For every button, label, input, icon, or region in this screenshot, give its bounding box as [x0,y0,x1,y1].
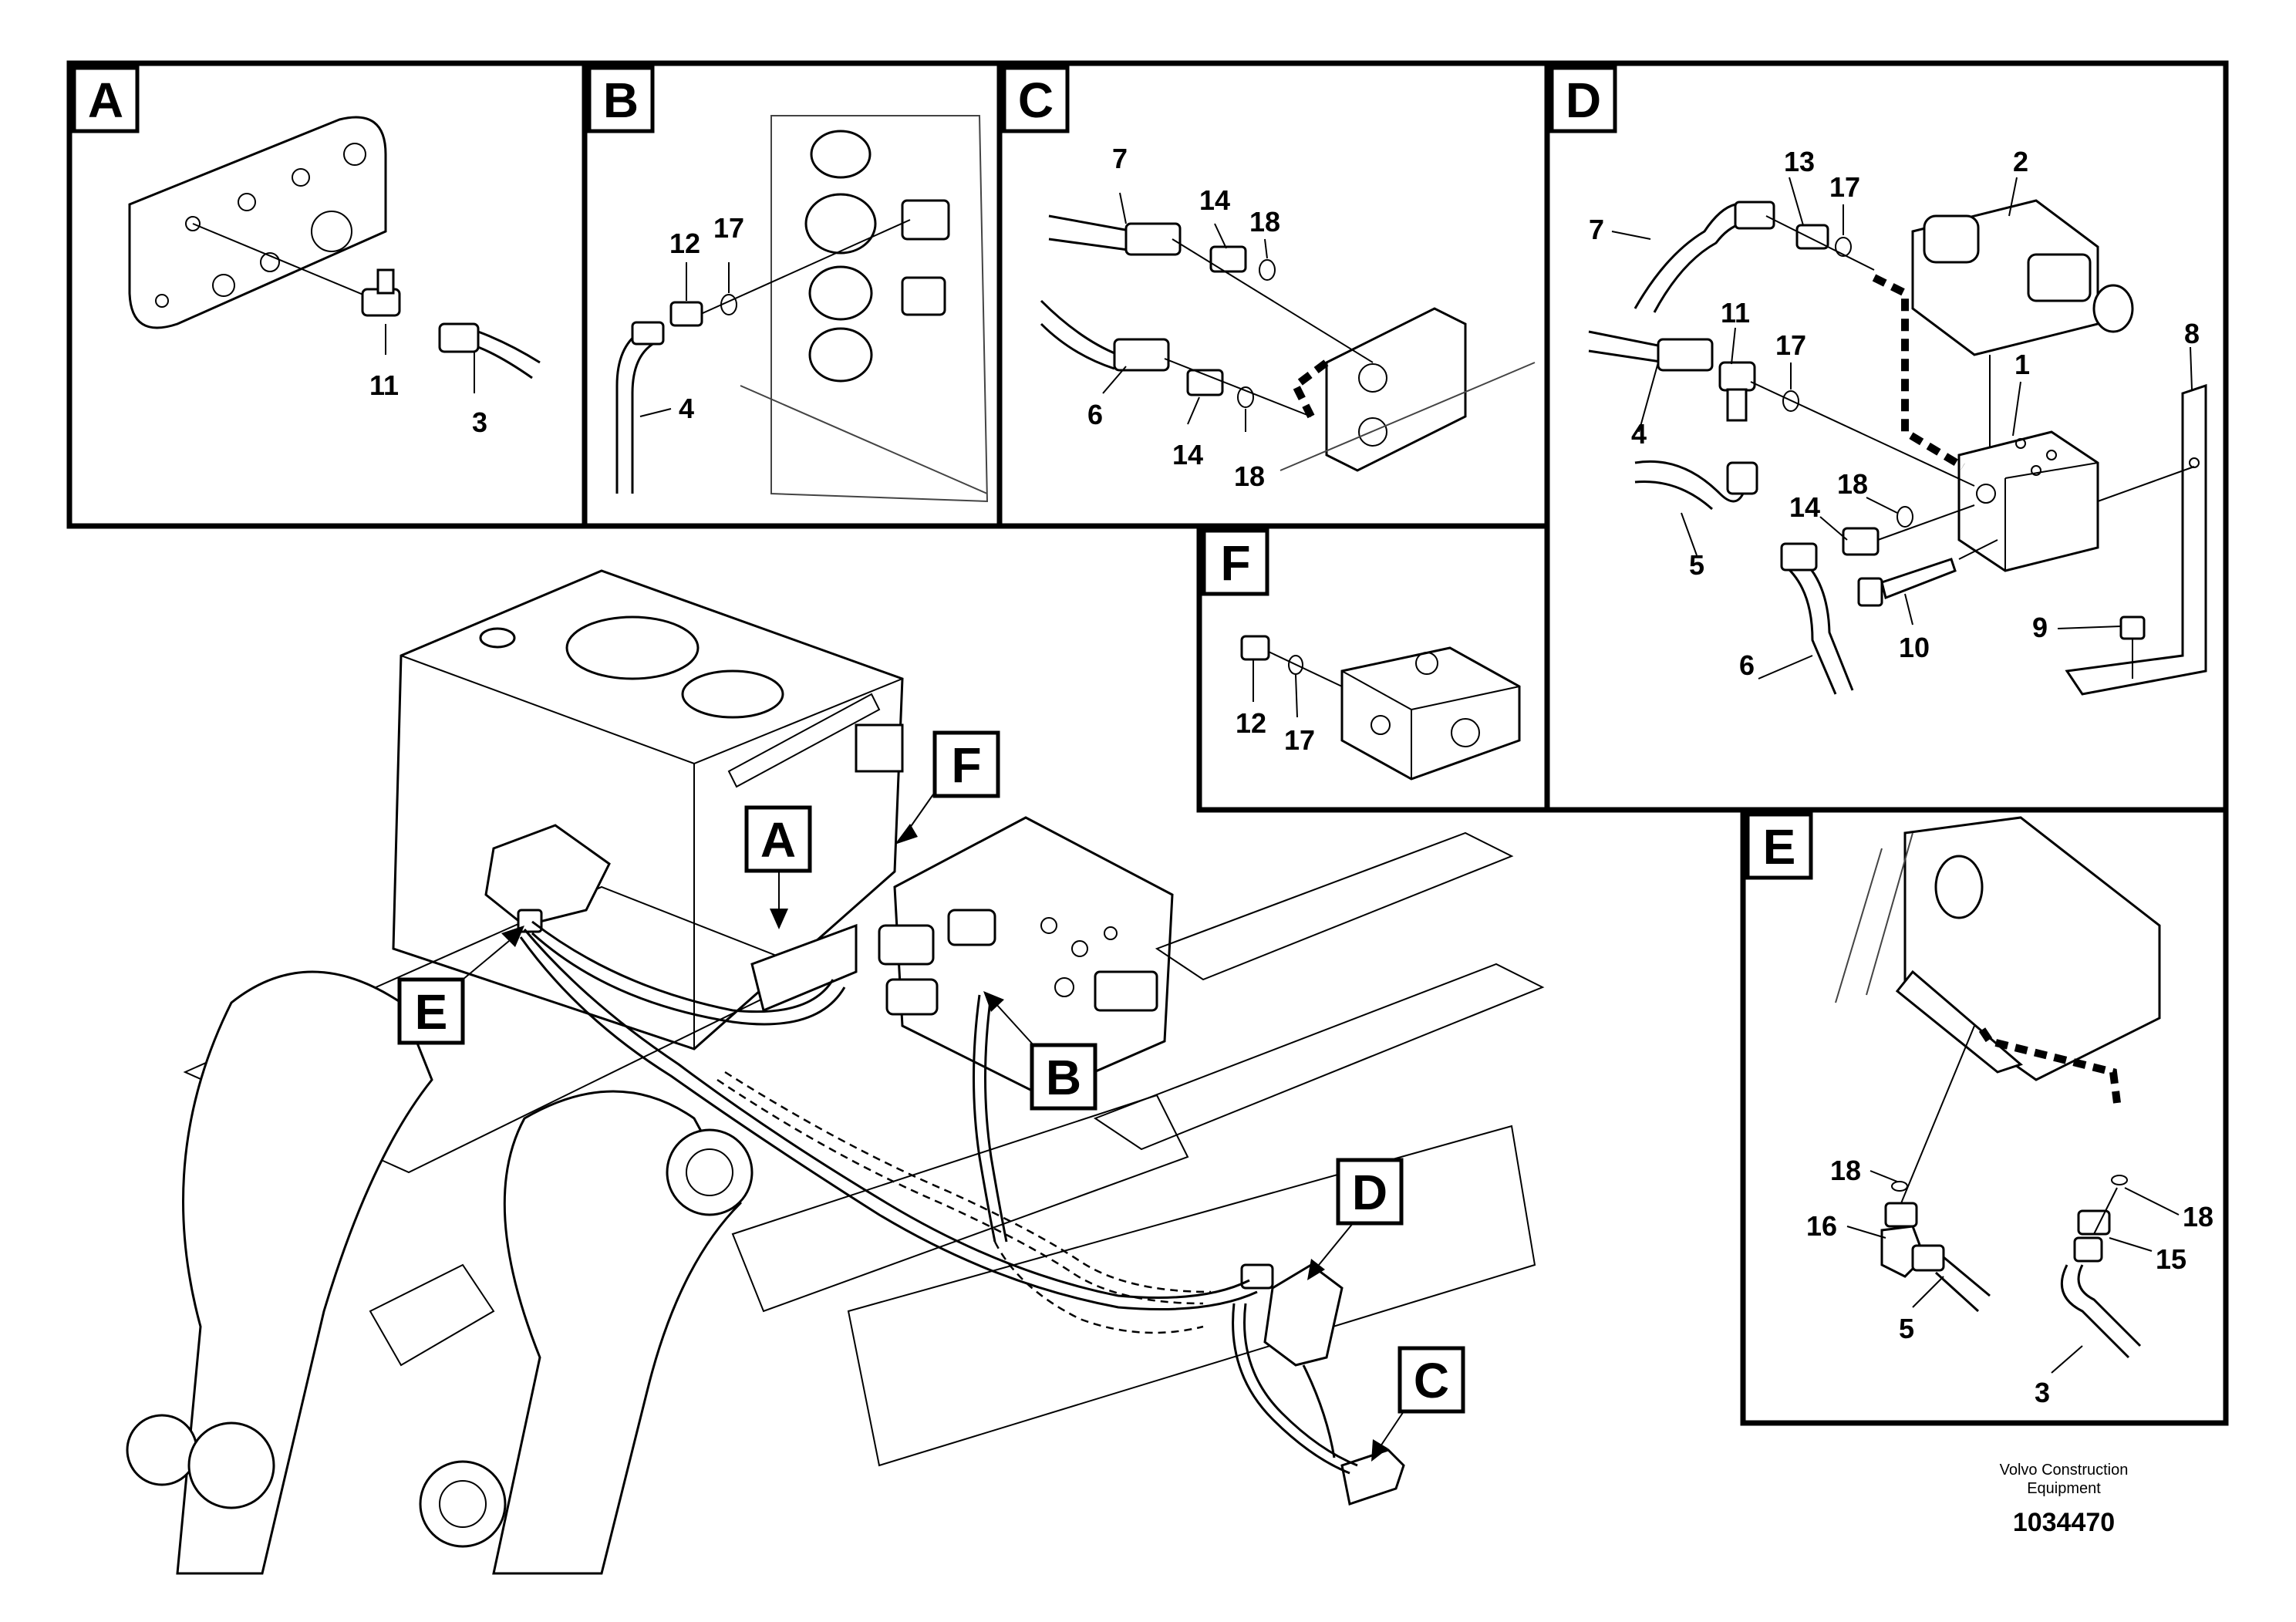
callout-e-label: E [415,984,448,1040]
panel-e-label-16: 16 [1806,1210,1837,1242]
detail-panel-e: E 18 16 18 15 5 3 [1740,807,2229,1426]
panel-d-label-6: 6 [1739,649,1755,681]
panel-b-label-12: 12 [669,228,700,259]
callout-c: C [1371,1346,1465,1462]
panel-e-label-3: 3 [2035,1377,2050,1408]
panel-d-label-10: 10 [1899,632,1930,663]
panel-c-label-18-top: 18 [1249,206,1280,238]
callout-d: D [1307,1158,1404,1280]
panel-d-label-17-top: 17 [1829,171,1860,203]
panel-d-label-11: 11 [1721,297,1750,329]
panel-d-label-14: 14 [1789,491,1820,523]
callout-c-label: C [1414,1353,1449,1408]
callout-a: A [744,805,812,929]
panel-f-tag: F [1220,535,1250,591]
callout-d-label: D [1352,1165,1387,1220]
panel-c-label-18-bottom: 18 [1234,460,1265,492]
panel-d-label-4: 4 [1631,418,1647,450]
callout-a-label: A [760,812,796,868]
callout-b: B [983,991,1097,1111]
panel-a-label-3: 3 [472,406,487,438]
drawing-number: 1034470 [2013,1508,2115,1537]
panel-e-tag: E [1763,819,1796,875]
callout-f-label: F [951,737,981,793]
panel-b-tag: B [603,73,639,128]
panel-d-label-9: 9 [2032,612,2048,643]
panel-e-label-18-right: 18 [2183,1201,2213,1233]
panel-c-label-14-top: 14 [1199,184,1230,216]
panel-b-label-17: 17 [713,212,744,244]
panel-d-label-7: 7 [1589,214,1604,245]
detail-panel-a: A 11 3 [66,60,588,529]
callout-e: E [397,926,524,1045]
callout-b-label: B [1046,1050,1081,1105]
panel-f-label-17: 17 [1284,724,1315,756]
callout-f: F [895,730,1000,845]
panel-b-label-4: 4 [679,393,694,424]
panel-c-label-7: 7 [1112,143,1128,174]
drawing-footer: Volvo Construction Equipment 1034470 [2000,1462,2129,1537]
panel-d-label-13: 13 [1784,146,1815,177]
panel-d-label-8: 8 [2184,318,2200,349]
panel-e-label-5: 5 [1899,1313,1914,1344]
panel-d-label-18: 18 [1837,468,1868,500]
manufacturer-line1: Volvo Construction [2000,1462,2129,1479]
main-assembly-view: F A E B D C [126,569,1545,1575]
panel-e-label-15: 15 [2156,1243,2186,1275]
detail-panel-b: B 12 17 4 [582,60,1003,529]
detail-panel-c: C 7 14 18 6 14 18 [996,60,1550,529]
panel-c-tag: C [1018,73,1054,128]
panel-c-label-6: 6 [1087,399,1103,430]
panel-c-label-14-bottom: 14 [1172,439,1203,470]
panel-e-label-18-left: 18 [1830,1155,1861,1186]
manufacturer-line2: Equipment [2027,1480,2101,1497]
panel-d-label-1: 1 [2014,349,2030,380]
panel-d-label-17-mid: 17 [1775,329,1806,361]
panel-d-label-5: 5 [1689,549,1704,581]
detail-panel-f: F 12 17 [1196,523,1550,813]
panel-a-tag: A [88,73,123,128]
detail-panel-d: D [1544,60,2229,813]
panel-d-label-2: 2 [2013,146,2028,177]
panel-f-label-12: 12 [1236,707,1266,739]
panel-d-tag: D [1566,73,1601,128]
panel-a-label-11: 11 [369,369,399,401]
